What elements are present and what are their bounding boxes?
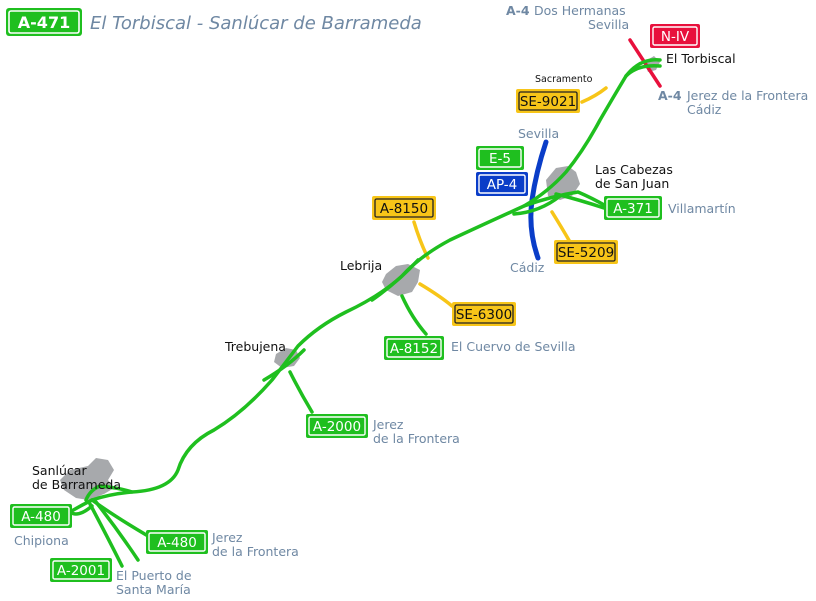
shield-n-iv: N-IV	[650, 24, 700, 48]
svg-text:Jerez: Jerez	[211, 530, 243, 545]
svg-text:N-IV: N-IV	[661, 29, 690, 45]
svg-text:SE-5209: SE-5209	[558, 245, 614, 261]
svg-text:AP-4: AP-4	[487, 177, 518, 193]
label-trebujena: Trebujena	[224, 339, 286, 354]
shield-a-8150: A-8150	[372, 196, 436, 220]
shield-se-9021: SE-9021	[516, 89, 580, 113]
label-chipiona: Chipiona	[14, 533, 69, 548]
svg-text:Santa María: Santa María	[116, 582, 191, 597]
destination-a4-south: A-4 Jerez de la Frontera Cádiz	[658, 88, 808, 117]
shield-a-2001: A-2001	[50, 558, 112, 582]
svg-text:El Puerto de: El Puerto de	[116, 568, 192, 583]
shield-ap-4: AP-4	[476, 172, 528, 196]
svg-text:Jerez: Jerez	[372, 417, 404, 432]
svg-text:Dos Hermanas: Dos Hermanas	[534, 3, 626, 18]
road-lebrija-loop	[370, 258, 420, 302]
shield-a-371: A-371	[604, 196, 662, 220]
label-cadiz: Cádiz	[510, 260, 545, 275]
title-block: A-471 El Torbiscal - Sanlúcar de Barrame…	[6, 8, 422, 36]
label-lebrija: Lebrija	[340, 258, 382, 273]
svg-text:A-2001: A-2001	[57, 563, 105, 579]
svg-text:SE-9021: SE-9021	[520, 94, 576, 110]
svg-text:A-371: A-371	[613, 201, 653, 217]
svg-text:Sevilla: Sevilla	[588, 17, 629, 32]
green-roads	[68, 58, 662, 568]
label-sacramento: Sacramento	[535, 74, 593, 85]
title-road-number: A-471	[18, 13, 70, 32]
svg-text:A-480: A-480	[21, 509, 61, 525]
svg-text:A-4: A-4	[506, 3, 530, 18]
label-sanlucar: Sanlúcar de Barrameda	[32, 463, 121, 492]
road-a2000	[288, 370, 314, 414]
road-sanlucar-spur	[84, 484, 134, 502]
shield-a-8152: A-8152	[384, 336, 444, 360]
svg-text:Cádiz: Cádiz	[687, 102, 722, 117]
road-se9021	[580, 86, 608, 104]
label-villamartin: Villamartín	[668, 201, 736, 216]
town-sanlucar	[60, 458, 114, 500]
destination-a4-north: A-4 Dos Hermanas Sevilla	[506, 3, 629, 32]
town-lebrija	[382, 264, 420, 296]
shield-a-480-south: A-480	[146, 530, 208, 554]
road-cabezas-bypass	[522, 190, 608, 208]
road-a8150-link	[412, 220, 430, 260]
road-a8152	[400, 294, 428, 336]
svg-text:E-5: E-5	[489, 151, 511, 167]
svg-text:Sanlúcar: Sanlúcar	[32, 463, 87, 478]
label-sevilla: Sevilla	[518, 126, 559, 141]
svg-text:Las Cabezas: Las Cabezas	[595, 162, 673, 177]
shield-e-5: E-5	[476, 146, 524, 170]
road-se6300-link	[418, 282, 454, 308]
label-jerez-a2000: Jerez de la Frontera	[372, 417, 460, 446]
svg-text:Jerez de la Frontera: Jerez de la Frontera	[686, 88, 808, 103]
shield-se-6300: SE-6300	[452, 302, 516, 326]
svg-text:A-2000: A-2000	[313, 419, 361, 435]
road-a2001-b	[94, 500, 140, 562]
svg-text:A-8150: A-8150	[380, 201, 428, 217]
svg-text:A-4: A-4	[658, 88, 682, 103]
label-jerez-a480: Jerez de la Frontera	[211, 530, 299, 559]
svg-text:de la Frontera: de la Frontera	[373, 431, 460, 446]
road-a471-main	[68, 58, 662, 514]
road-cabezas-loop	[512, 194, 562, 216]
shield-a-480-west: A-480	[10, 504, 72, 528]
shield-a-2000: A-2000	[306, 414, 368, 438]
label-el-puerto: El Puerto de Santa María	[116, 568, 192, 597]
road-a4-link	[624, 63, 662, 78]
label-las-cabezas: Las Cabezas de San Juan	[595, 162, 673, 191]
label-el-cuervo: El Cuervo de Sevilla	[451, 339, 576, 354]
svg-text:A-480: A-480	[157, 535, 197, 551]
svg-text:de San Juan: de San Juan	[595, 176, 669, 191]
svg-text:SE-6300: SE-6300	[456, 307, 512, 323]
shield-se-5209: SE-5209	[554, 240, 618, 264]
svg-text:de la Frontera: de la Frontera	[212, 544, 299, 559]
road-se5209-link	[550, 210, 572, 244]
road-trebujena-loop	[262, 348, 306, 382]
svg-text:A-8152: A-8152	[390, 341, 438, 357]
road-a2001	[88, 502, 124, 568]
label-el-torbiscal: El Torbiscal	[666, 51, 736, 66]
svg-text:de Barrameda: de Barrameda	[32, 477, 121, 492]
road-a371	[554, 192, 606, 210]
title-shield-a471	[6, 8, 82, 36]
title-route: El Torbiscal - Sanlúcar de Barrameda	[90, 13, 422, 34]
